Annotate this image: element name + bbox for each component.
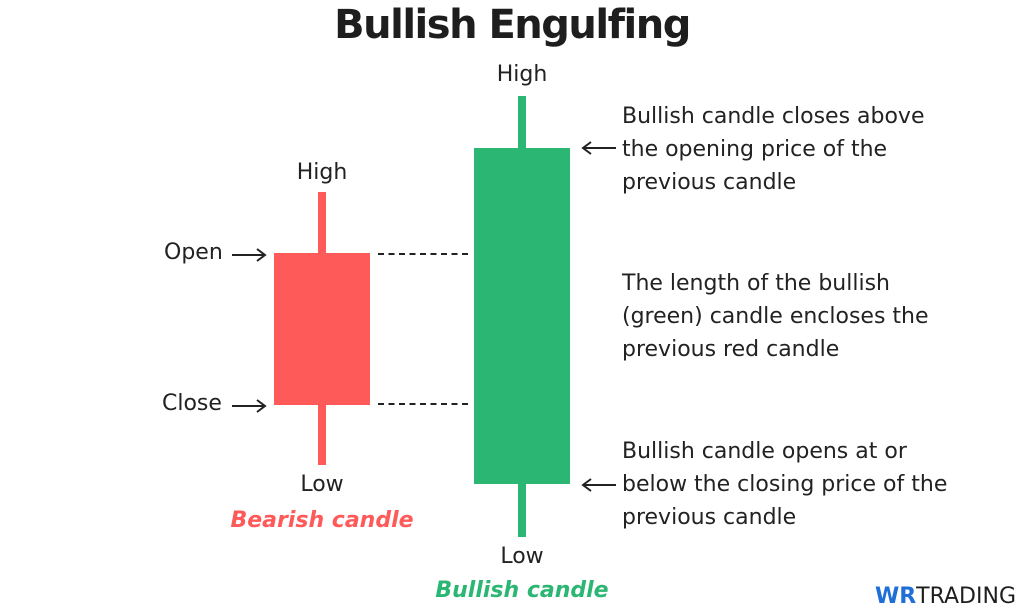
brand-logo: WRTRADING xyxy=(875,584,1016,609)
bearish-caption: Bearish candle xyxy=(230,508,414,533)
brand-logo-text: TRADING xyxy=(916,584,1016,609)
close-dashed-line xyxy=(378,403,468,405)
note-bottom-line: previous candle xyxy=(622,505,797,530)
bearish-low-label: Low xyxy=(300,472,344,497)
bearish-candle-body xyxy=(274,253,370,405)
bullish-candle-body xyxy=(474,148,570,484)
bullish-low-label: Low xyxy=(500,544,544,569)
close-label: Close xyxy=(162,391,222,416)
bullish-high-label: High xyxy=(496,62,548,87)
bullish-caption: Bullish candle xyxy=(435,578,609,603)
note-top-line: the opening price of the xyxy=(622,137,888,162)
note-bottom: Bullish candle opens at or below the clo… xyxy=(622,435,947,534)
note-top-line: Bullish candle closes above xyxy=(622,104,925,129)
diagram-title: Bullish Engulfing xyxy=(334,2,691,48)
note-middle-line: previous red candle xyxy=(622,337,840,362)
note-middle-line: The length of the bullish xyxy=(622,271,890,296)
bearish-upper-wick xyxy=(318,192,326,254)
open-dashed-line xyxy=(378,253,468,255)
note-middle: The length of the bullish (green) candle… xyxy=(622,267,929,366)
note-top: Bullish candle closes above the opening … xyxy=(622,100,924,199)
open-label: Open xyxy=(164,240,223,265)
bullish-lower-wick xyxy=(518,483,526,537)
note-bottom-line: below the closing price of the xyxy=(622,472,948,497)
brand-logo-mark: WR xyxy=(874,584,917,609)
note-bottom-line: Bullish candle opens at or xyxy=(622,439,907,464)
open-arrow-icon xyxy=(232,248,267,262)
note-middle-line: (green) candle encloses the xyxy=(622,304,929,329)
bullish-upper-wick xyxy=(518,96,526,149)
bearish-lower-wick xyxy=(318,404,326,465)
top-note-arrow-icon xyxy=(581,141,616,155)
close-arrow-icon xyxy=(232,399,267,413)
bearish-high-label: High xyxy=(296,160,348,185)
note-top-line: previous candle xyxy=(622,170,797,195)
bottom-note-arrow-icon xyxy=(581,478,616,492)
